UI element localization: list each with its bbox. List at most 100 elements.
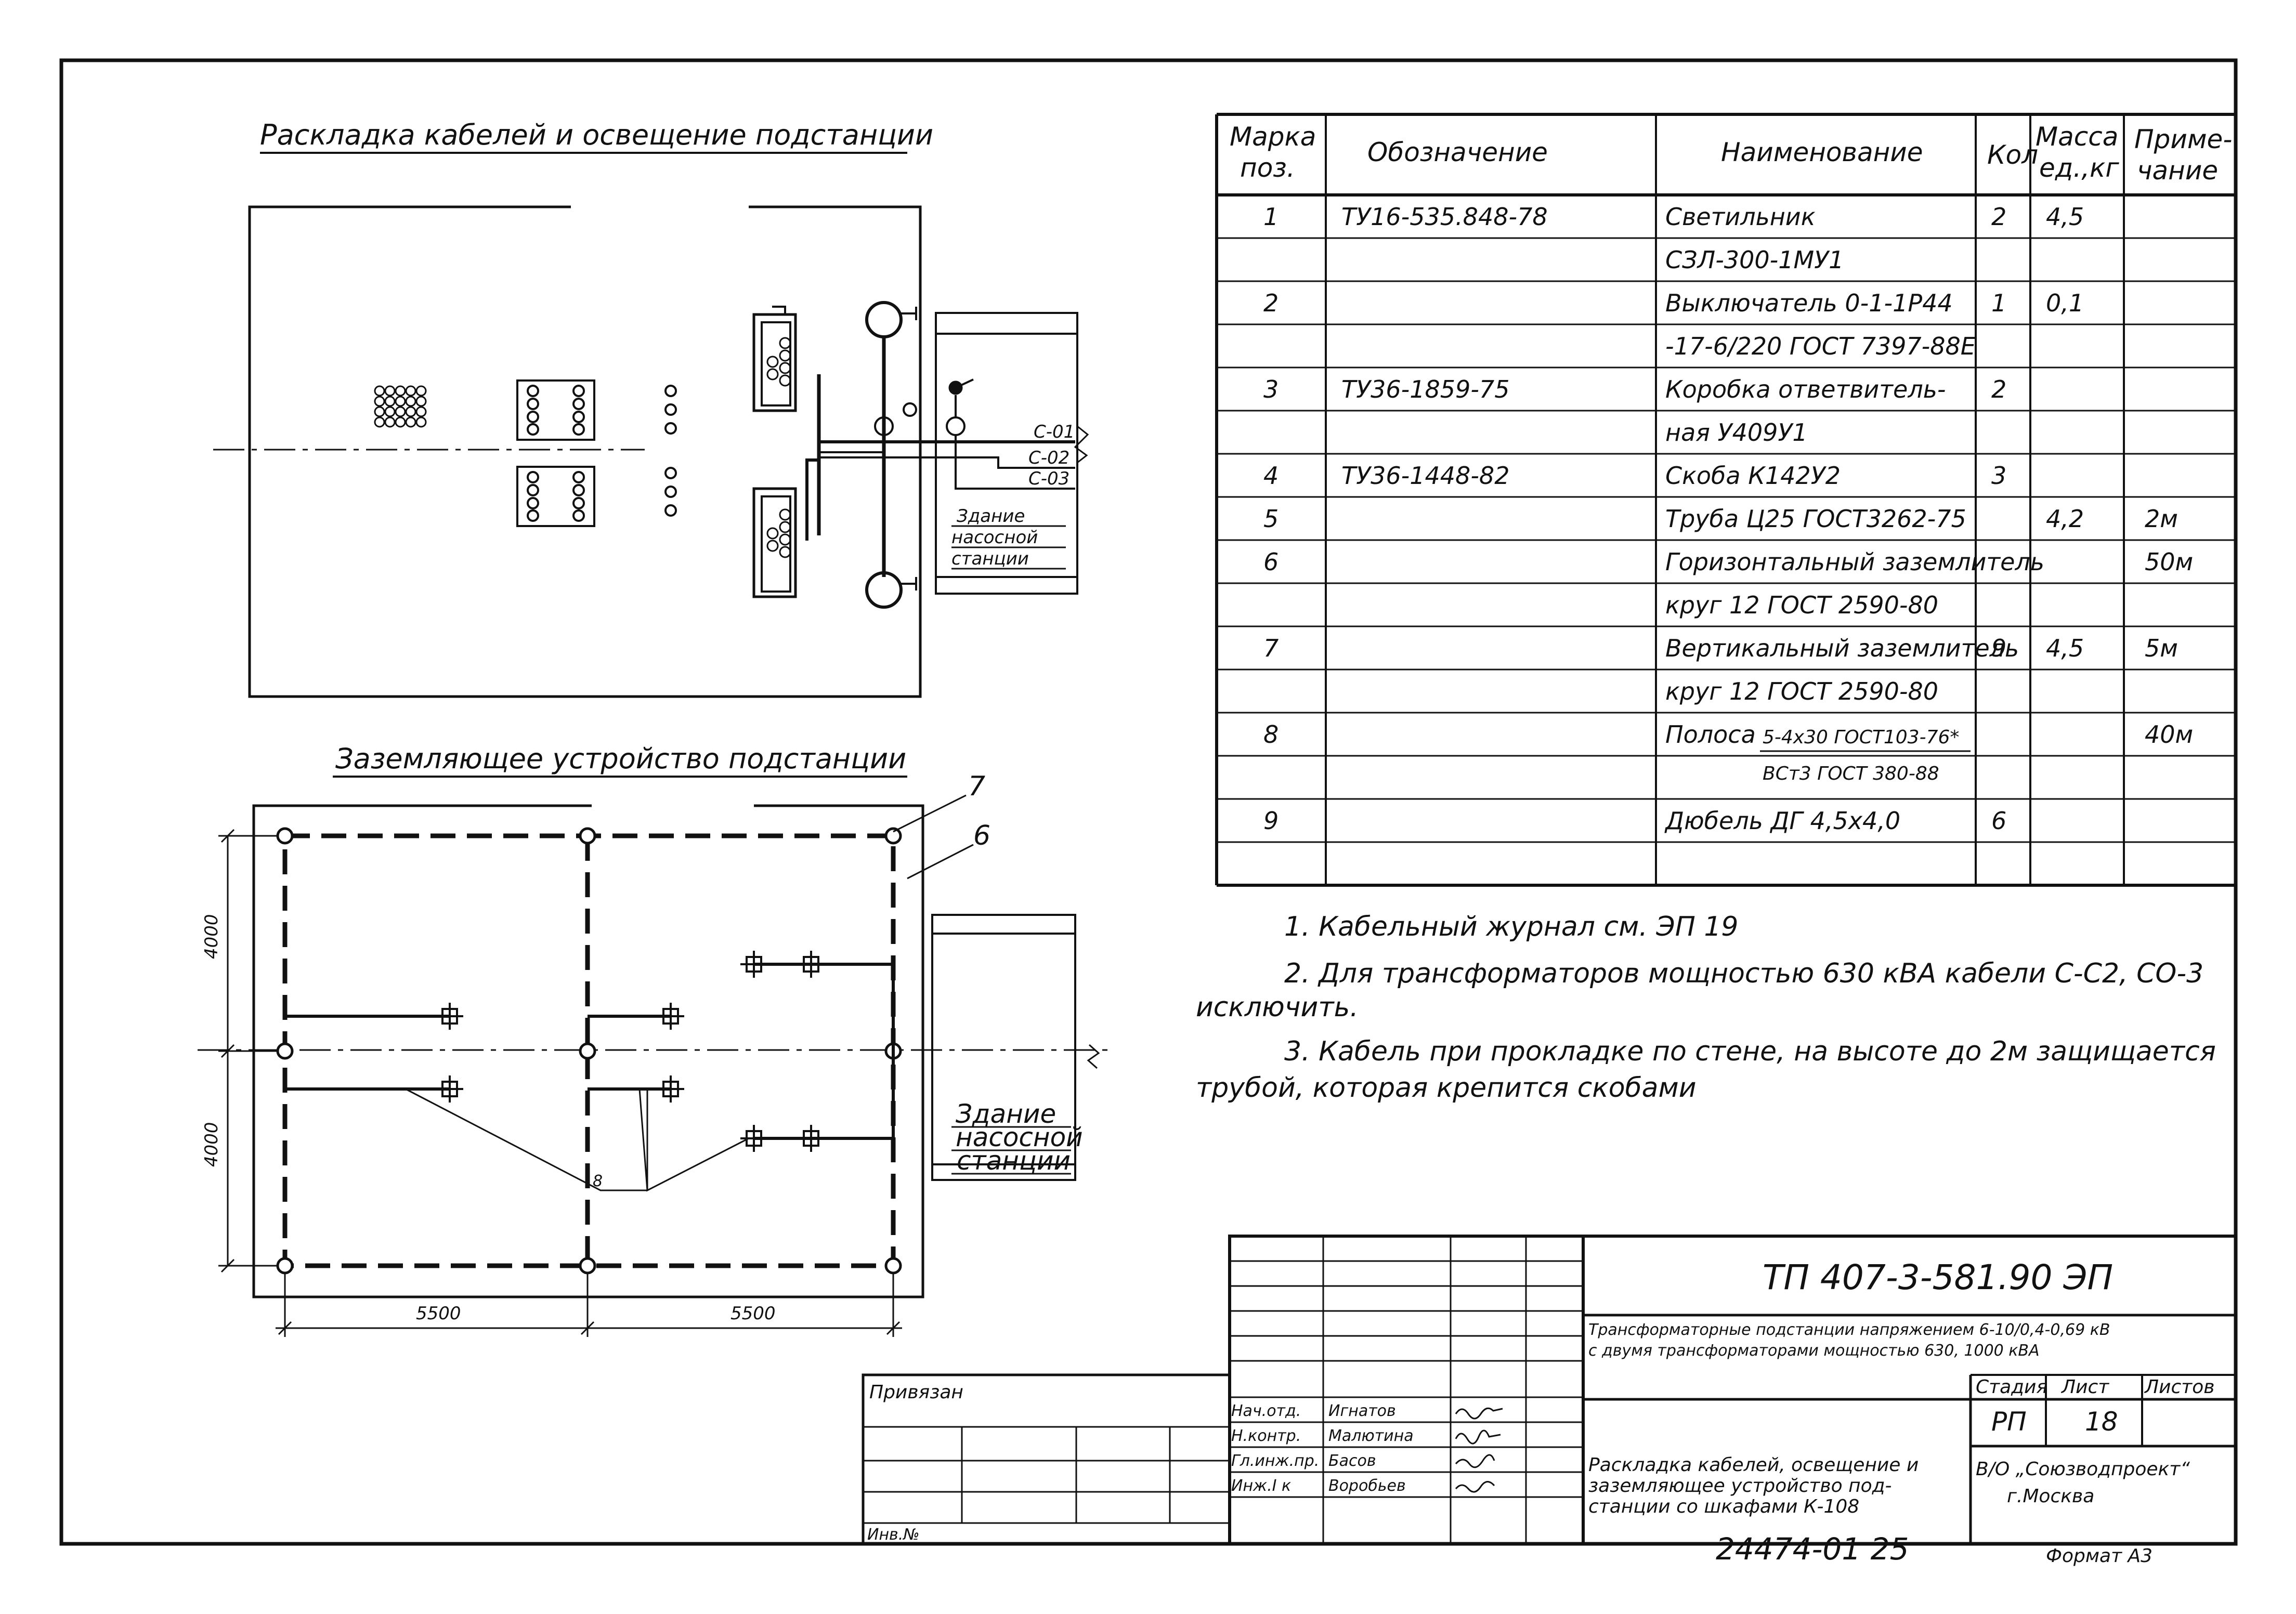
strip-fraction: 5-4x30 ГОСТ103-76* ВСт3 ГОСТ 380-88: [1760, 727, 1971, 784]
spec-cell-name: круг 12 ГОСТ 2590-80: [1665, 591, 1938, 619]
spec-cell-name: СЗЛ-300-1МУ1: [1665, 246, 1844, 274]
stage-value: РП: [1991, 1407, 2027, 1437]
sheet-title-2: заземляющее устройство под-: [1588, 1475, 1892, 1497]
spec-cell-pos: 7: [1263, 634, 1279, 662]
sheet-title-1: Раскладка кабелей, освещение и: [1588, 1454, 1919, 1476]
hdr-note-1: Приме-: [2134, 124, 2232, 154]
building-label-bottom: Здание насосной станции: [951, 1099, 1083, 1176]
spec-cell-name: Труба Ц25 ГОСТ3262-75: [1665, 505, 1966, 533]
dimension-labels: 4000 4000 5500 5500 7 6 8: [201, 771, 990, 1324]
spec-cell-mass: 4,5: [2046, 634, 2084, 662]
name-3: Басов: [1328, 1452, 1376, 1470]
spec-cell-name: круг 12 ГОСТ 2590-80: [1665, 677, 1938, 705]
callout-7: 7: [968, 771, 985, 802]
role-2: Н.контр.: [1231, 1427, 1301, 1445]
spec-cell-mass: 0,1: [2046, 289, 2084, 317]
spec-table: Марка поз. Обозначение Наименование Кол …: [1215, 113, 2237, 887]
plan-top-title: Раскладка кабелей и освещение подстанции: [260, 119, 933, 151]
spec-cell-qty: 2: [1991, 203, 2006, 231]
note-2: 2. Для трансформаторов мощностью 630 кВА…: [1284, 958, 2203, 989]
cable-label-c03: С-03: [1028, 468, 1069, 489]
hdr-qty: Кол: [1987, 140, 2038, 170]
spec-cell-qty: 2: [1991, 375, 2006, 403]
cable-labels: С-01 С-02 С-03: [1028, 422, 1075, 489]
spec-cell-designation: ТУ16-535.848-78: [1341, 203, 1548, 231]
spec-cell-qty: 3: [1991, 462, 2006, 490]
spec-cell-name: Полоса: [1665, 720, 1756, 749]
doc-code: ТП 407-3-581.90 ЭП: [1763, 1257, 2113, 1297]
spec-cell-name: Вертикальный заземлитель: [1665, 634, 2019, 662]
notes: 1. Кабельный журнал см. ЭП 19 2. Для тра…: [1196, 911, 2216, 1104]
spec-cell-pos: 4: [1263, 462, 1279, 490]
node-label: 8: [593, 1172, 603, 1190]
hdr-note-2: чание: [2137, 155, 2218, 186]
spec-cell-name: Светильник: [1665, 203, 1816, 231]
note-3: 3. Кабель при прокладке по стене, на выс…: [1284, 1036, 2216, 1067]
spec-cell-pos: 6: [1263, 548, 1279, 576]
svg-text:насосной: насосной: [951, 527, 1038, 548]
hdr-name: Наименование: [1721, 137, 1923, 167]
format-label: Формат А3: [2046, 1545, 2152, 1567]
svg-text:станции: станции: [951, 548, 1029, 569]
spec-cell-name: -17-6/220 ГОСТ 7397-88Е: [1665, 332, 1976, 360]
note-2-cont: исключить.: [1196, 992, 1359, 1023]
svg-text:Здание: Здание: [957, 506, 1025, 527]
dim-horizontal-left: 5500: [416, 1303, 461, 1324]
organization-2: г.Москва: [2007, 1486, 2094, 1507]
stage-label: Стадия: [1976, 1376, 2047, 1398]
dim-vertical-top: 4000: [201, 914, 222, 959]
cable-label-c01: С-01: [1034, 422, 1075, 442]
spec-cell-designation: ТУ36-1859-75: [1341, 375, 1509, 403]
spec-cell-pos: 8: [1263, 720, 1279, 749]
hdr-mass-1: Масса: [2036, 122, 2118, 152]
spec-cell-note: 5м: [2145, 634, 2178, 662]
name-2: Малютина: [1328, 1427, 1414, 1445]
spec-cell-pos: 5: [1263, 505, 1279, 533]
spec-cell-name: Горизонтальный заземлитель: [1665, 548, 2044, 576]
spec-cell-pos: 1: [1263, 203, 1279, 231]
building-label-top: Здание насосной станции: [951, 506, 1066, 570]
hdr-mass-2: ед.,кг: [2039, 153, 2119, 183]
project-title-2: с двумя трансформаторами мощностью 630, …: [1588, 1342, 2040, 1360]
spec-cell-note: 40м: [2145, 720, 2193, 749]
spec-cell-qty: 6: [1991, 807, 2006, 835]
spec-cell-mass: 4,5: [2046, 203, 2084, 231]
strip-fraction-bottom: ВСт3 ГОСТ 380-88: [1763, 763, 1939, 784]
hdr-mark-1: Марка: [1230, 122, 1316, 152]
spec-cell-pos: 3: [1263, 375, 1279, 403]
doc-number: 24474-01 25: [1716, 1531, 1909, 1567]
inv-label: Инв.№: [867, 1526, 919, 1544]
callout-6: 6: [973, 820, 990, 851]
plan-top-drawing: [213, 205, 1089, 698]
organization-1: В/О „Союзводпроект“: [1976, 1459, 2190, 1480]
title-block-text: ТП 407-3-581.90 ЭП Трансформаторные подс…: [867, 1257, 2214, 1567]
dim-horizontal-right: 5500: [730, 1303, 776, 1324]
cable-label-c02: С-02: [1028, 448, 1069, 468]
spec-cell-pos: 2: [1263, 289, 1279, 317]
spec-cell-qty: 1: [1991, 289, 2006, 317]
sheet-label: Лист: [2060, 1376, 2109, 1398]
spec-cell-name: Дюбель ДГ 4,5x4,0: [1664, 807, 1900, 835]
spec-cell-name: Коробка ответвитель-: [1665, 375, 1946, 403]
spec-cell-designation: ТУ36-1448-82: [1341, 462, 1509, 490]
note-1: 1. Кабельный журнал см. ЭП 19: [1284, 911, 1739, 942]
spec-cell-name: Скоба К142У2: [1665, 462, 1841, 490]
plan-bottom-drawing: [198, 794, 1107, 1337]
strip-fraction-top: 5-4x30 ГОСТ103-76*: [1763, 727, 1959, 748]
name-1: Игнатов: [1328, 1402, 1396, 1420]
spec-cell-pos: 9: [1263, 807, 1279, 835]
title-block: [862, 1235, 2237, 1545]
plan-bottom-title: Заземляющее устройство подстанции: [335, 742, 906, 775]
project-title-1: Трансформаторные подстанции напряжением …: [1588, 1321, 2110, 1339]
signatures: [1455, 1407, 1503, 1493]
sheets-label: Листов: [2144, 1376, 2214, 1398]
name-4: Воробьев: [1328, 1477, 1406, 1495]
svg-text:Здание: Здание: [956, 1099, 1056, 1129]
spec-cell-note: 2м: [2145, 505, 2178, 533]
dim-vertical-bottom: 4000: [201, 1122, 222, 1167]
spec-cell-note: 50м: [2145, 548, 2193, 576]
spec-cell-qty: 9: [1991, 634, 2006, 662]
role-4: Инж.I к: [1231, 1477, 1291, 1495]
